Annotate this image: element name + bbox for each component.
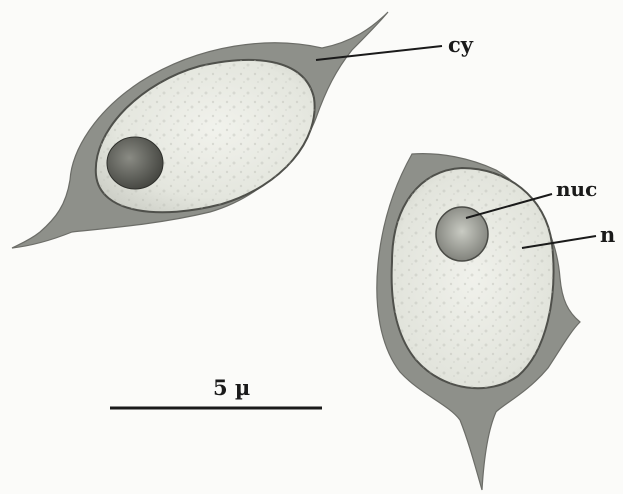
label-cy: cy <box>448 32 474 57</box>
cell-upper-left <box>12 12 388 248</box>
cell-lower-right <box>377 154 580 490</box>
scale-bar: 5 µ <box>110 375 322 408</box>
nucleolus-cell-1 <box>107 137 163 189</box>
label-nuc: nuc <box>556 177 597 201</box>
nucleolus-cell-2 <box>436 207 488 261</box>
scale-bar-label: 5 µ <box>213 375 250 400</box>
label-n: n <box>600 222 615 247</box>
